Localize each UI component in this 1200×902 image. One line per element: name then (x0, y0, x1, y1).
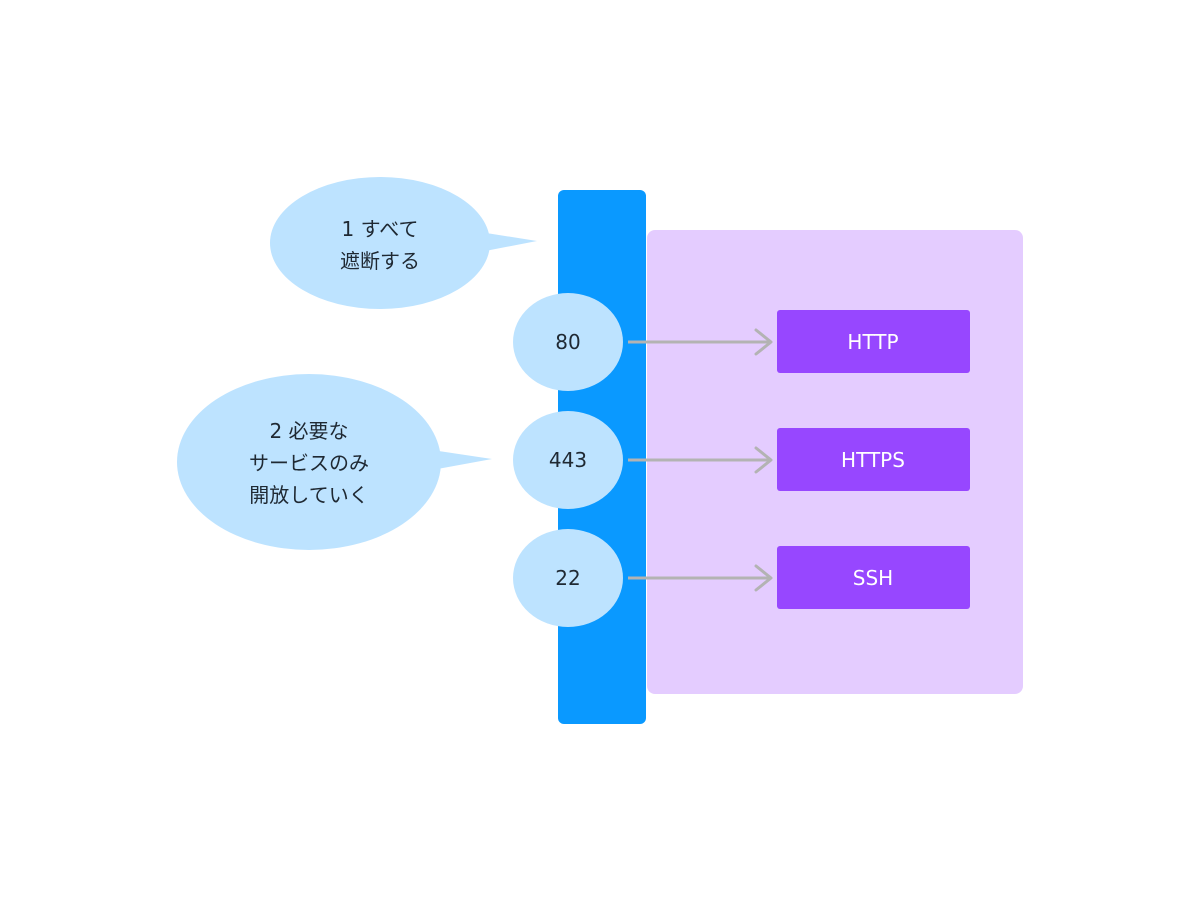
service-label: HTTPS (841, 448, 905, 472)
callout-line: 2 必要な (269, 419, 348, 443)
port-bubble (513, 411, 623, 509)
callout-tail (432, 450, 492, 470)
service-box (777, 310, 970, 373)
callout-line: 遮断する (340, 249, 420, 273)
callout-line-text: 必要な (289, 419, 349, 443)
callout-tail (480, 232, 537, 252)
port-number: 443 (549, 448, 587, 472)
callout-bubble (270, 177, 490, 309)
port-bubble (513, 529, 623, 627)
arrow-head (754, 564, 773, 592)
callout-line: 1 すべて (342, 217, 419, 241)
callout-step-number: 1 (342, 217, 355, 241)
service-box (777, 428, 970, 491)
callout-block-all: 1 すべて 遮断する (270, 177, 537, 309)
service-label: HTTP (847, 330, 898, 354)
callout-line-text: すべて (361, 217, 419, 241)
callout-open-needed: 2 必要な サービスのみ 開放していく (177, 374, 492, 550)
callout-bubble (177, 374, 441, 550)
service-box (777, 546, 970, 609)
port-row-22: 22 SSH (513, 529, 970, 627)
port-number: 80 (555, 330, 580, 354)
arrow-head (754, 328, 773, 356)
port-number: 22 (555, 566, 580, 590)
callout-step-number: 2 (269, 419, 282, 443)
arrow-head (754, 446, 773, 474)
callout-line: 開放していく (249, 483, 368, 507)
port-row-80: 80 HTTP (513, 293, 970, 391)
port-row-443: 443 HTTPS (513, 411, 970, 509)
callout-line: サービスのみ (249, 451, 369, 475)
service-label: SSH (853, 566, 893, 590)
port-bubble (513, 293, 623, 391)
